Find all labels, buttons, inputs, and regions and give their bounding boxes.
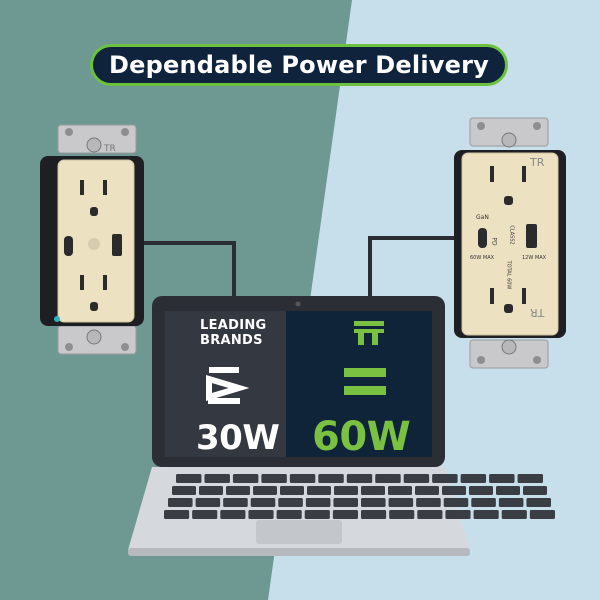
leading-label-line1: LEADING [200, 318, 267, 333]
keyboard-key [417, 510, 443, 519]
keyboard-key [415, 486, 439, 495]
keyboard-key [334, 486, 358, 495]
left-cable [118, 241, 236, 300]
keyboard-key [220, 510, 246, 519]
gan-label: GaN [476, 214, 489, 221]
leading-label-line2: BRANDS [200, 333, 263, 348]
keyboard-key [332, 510, 358, 519]
keyboard-key [278, 498, 303, 507]
pd-label: PD [490, 237, 498, 246]
keyboard-key [498, 498, 524, 507]
left-outlet [40, 124, 144, 355]
headline-banner: Dependable Power Delivery [90, 44, 508, 86]
product-wattage: 60W [312, 414, 411, 460]
headline-text: Dependable Power Delivery [109, 51, 489, 79]
keyboard-key [388, 486, 412, 495]
keyboard-key [276, 510, 302, 519]
keyboard-key [388, 498, 414, 507]
keyboard-key [176, 474, 202, 483]
le-wedge [206, 374, 250, 402]
keyboard [164, 474, 555, 519]
left-tr-mark: TR [104, 144, 116, 154]
keyboard-key [489, 474, 515, 483]
keyboard-key [168, 498, 193, 507]
total-label: TOTAL 60W [505, 260, 512, 290]
keyboard-key [261, 474, 287, 483]
keyboard-key [280, 486, 304, 495]
keyboard-key [361, 498, 386, 507]
keyboard-key [318, 474, 344, 483]
keyboard-key [226, 486, 250, 495]
keyboard-key [523, 486, 547, 495]
keyboard-key [333, 498, 358, 507]
keyboard-key [250, 498, 276, 507]
keyboard-key [204, 474, 230, 483]
keyboard-key [443, 498, 469, 507]
keyboard-key [223, 498, 248, 507]
equals-top-bar [344, 368, 386, 377]
keyboard-key [375, 474, 401, 483]
le-bar-bottom [208, 398, 240, 404]
keyboard-key [164, 510, 190, 519]
keyboard-key [195, 498, 221, 507]
keyboard-key [253, 486, 277, 495]
keyboard-key [496, 486, 520, 495]
keyboard-key [442, 486, 466, 495]
equals-bottom-bar [344, 386, 386, 395]
keyboard-key [389, 510, 415, 519]
max12-label: 12W MAX [522, 255, 547, 261]
keyboard-key [289, 474, 316, 483]
le-bar-top [209, 367, 239, 373]
competitor-wattage: 30W [196, 418, 280, 458]
brand-logo-icon [354, 321, 384, 345]
keyboard-key [469, 486, 493, 495]
keyboard-key [526, 498, 551, 507]
keyboard-key [361, 486, 385, 495]
max60-label: 60W MAX [470, 255, 495, 261]
keyboard-key [307, 486, 331, 495]
keyboard-key [172, 486, 196, 495]
keyboard-key [416, 498, 441, 507]
keyboard-key [248, 510, 274, 519]
right-cable [368, 236, 487, 300]
keyboard-key [432, 474, 458, 483]
laptop [128, 296, 555, 556]
keyboard-key [192, 510, 218, 519]
keyboard-key [529, 510, 555, 519]
leading-brands-label: LEADING BRANDS [200, 318, 267, 348]
keyboard-key [232, 474, 259, 483]
keyboard-key [403, 474, 430, 483]
right-tr-top: TR [530, 156, 545, 169]
keyboard-key [361, 510, 387, 519]
keyboard-key [473, 510, 499, 519]
keyboard-key [304, 510, 330, 519]
class2-label: CLASS2 [508, 225, 515, 245]
keyboard-key [501, 510, 527, 519]
keyboard-key [199, 486, 223, 495]
keyboard-key [460, 474, 487, 483]
keyboard-key [445, 510, 471, 519]
right-outlet [454, 117, 566, 369]
keyboard-key [517, 474, 543, 483]
keyboard-key [346, 474, 373, 483]
right-tr-bottom: TR [530, 306, 545, 319]
keyboard-key [471, 498, 496, 507]
keyboard-key [305, 498, 331, 507]
